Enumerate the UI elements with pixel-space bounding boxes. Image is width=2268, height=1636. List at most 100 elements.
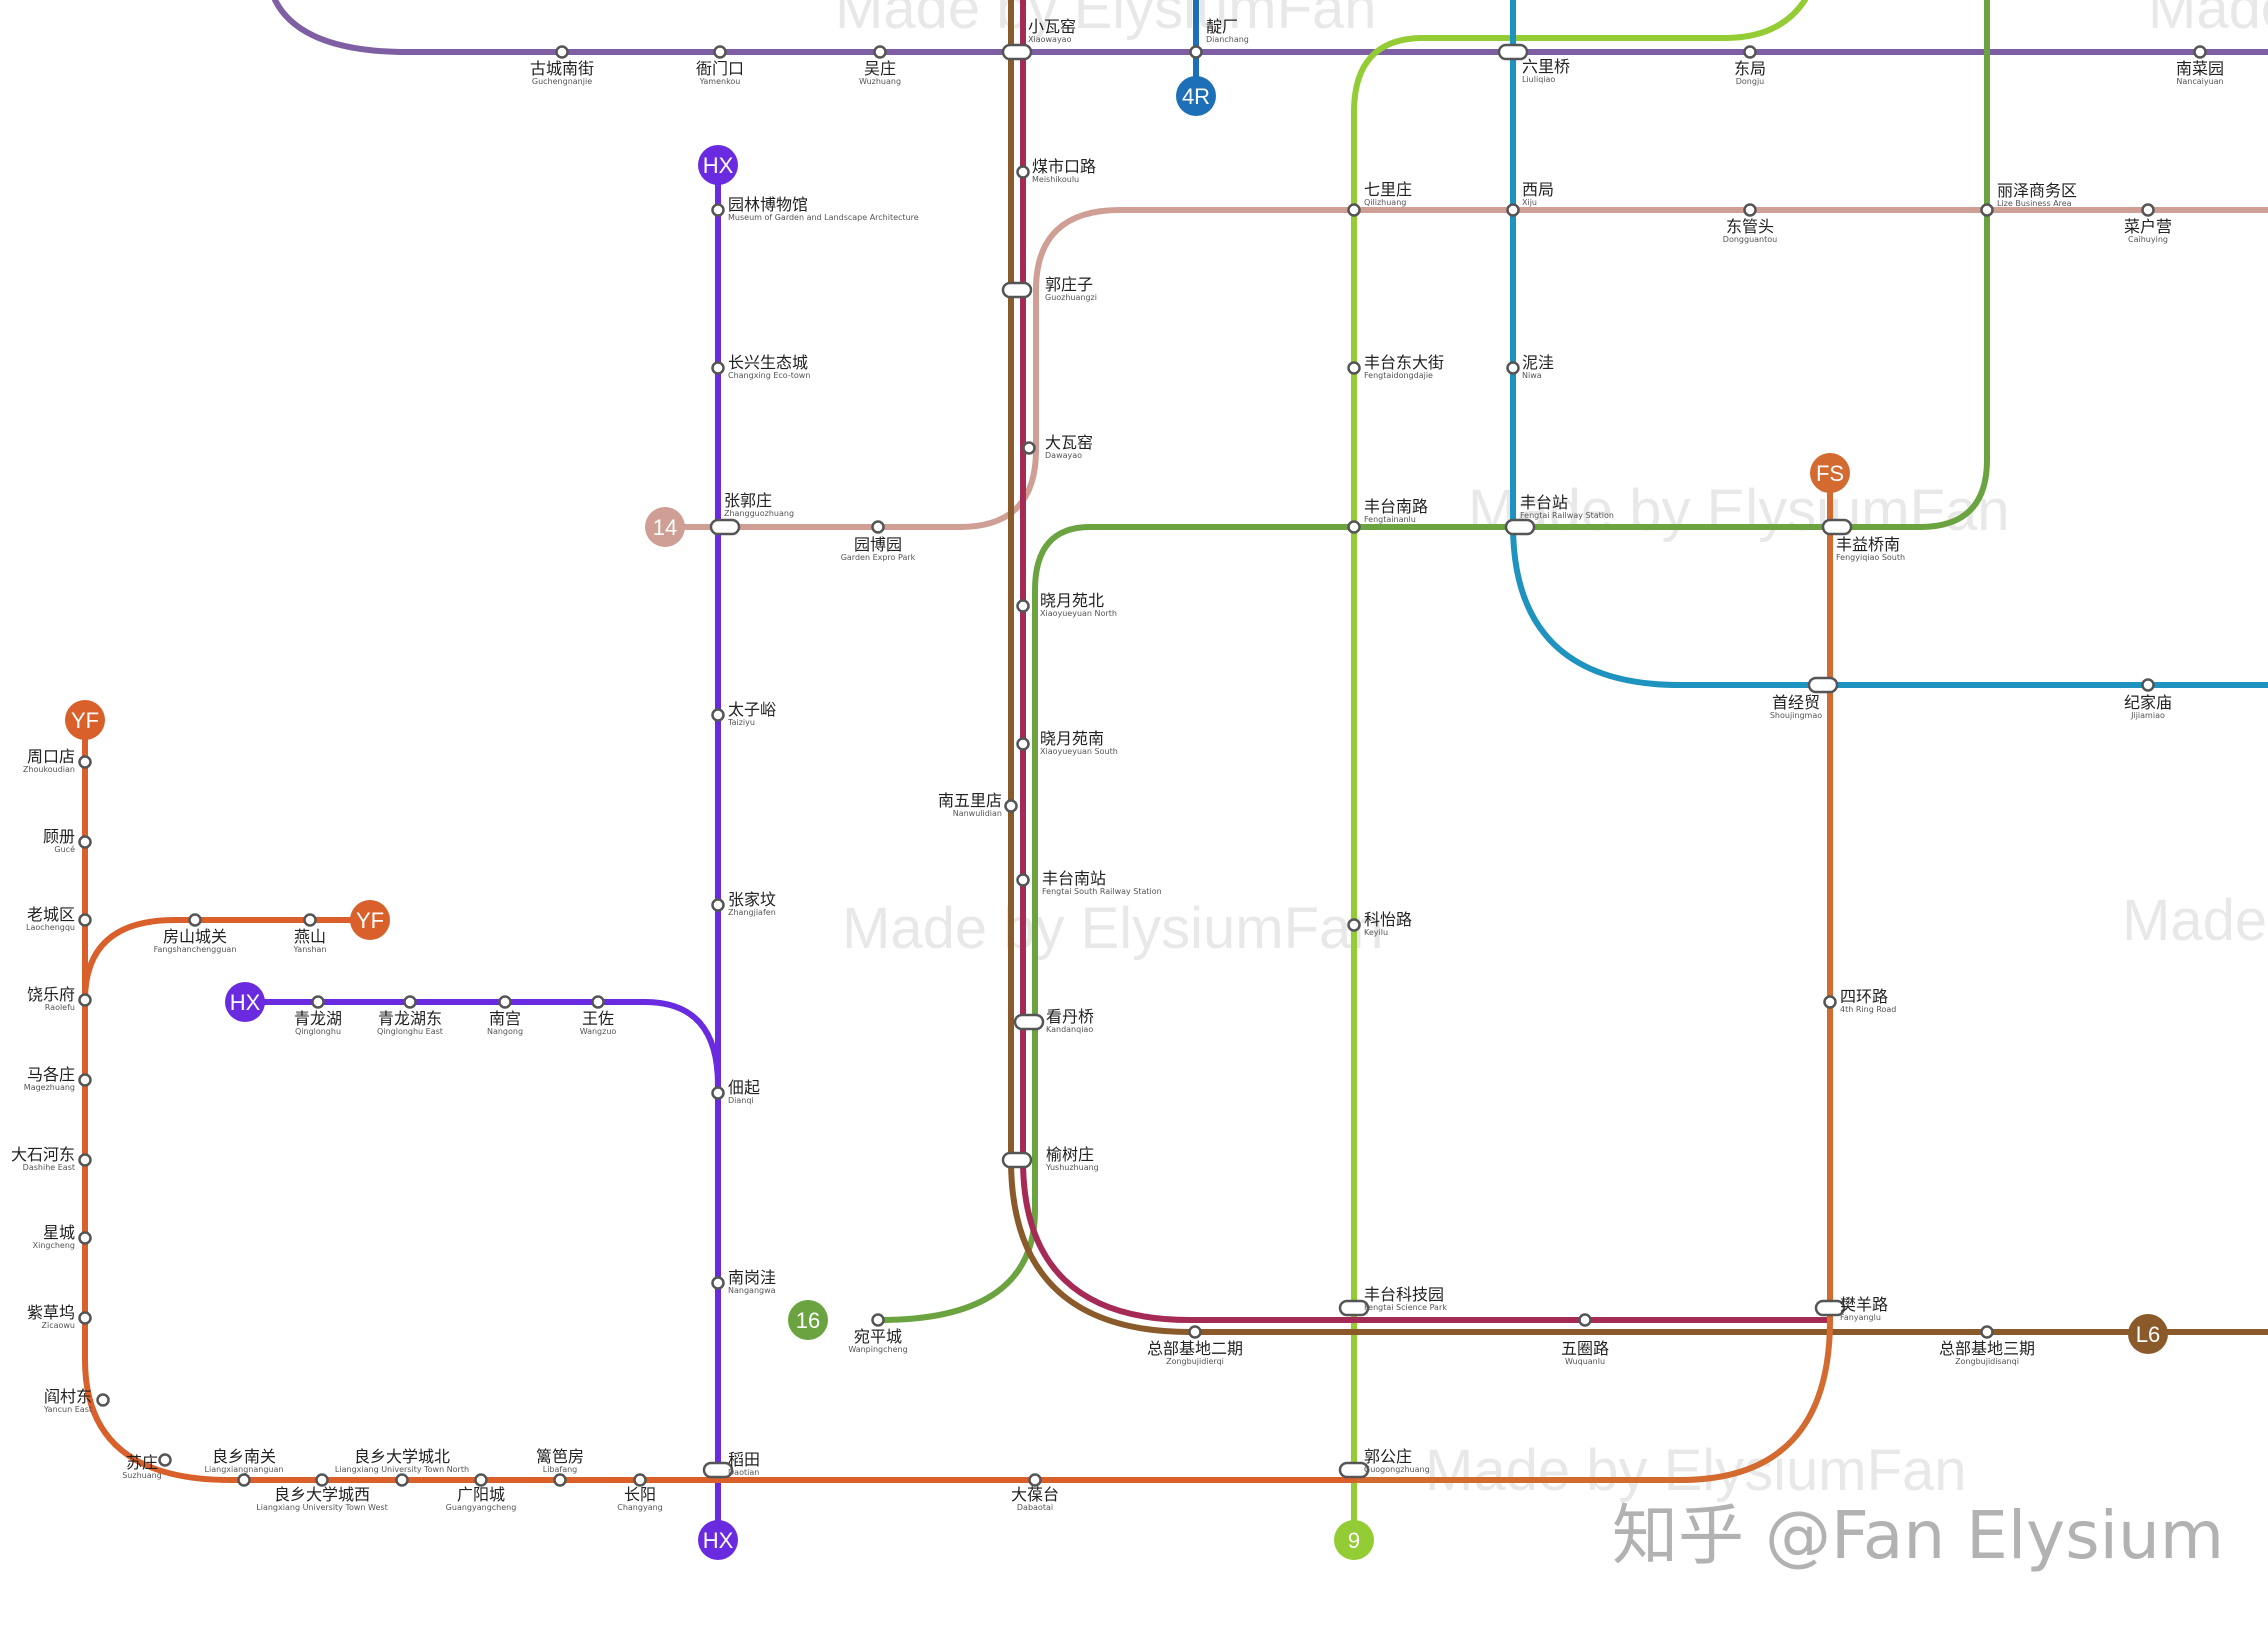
station-marker[interactable] bbox=[78, 1231, 92, 1245]
station-name-cn[interactable]: 张郭庄 bbox=[724, 491, 772, 510]
line-badge-9[interactable]: 9 bbox=[1334, 1520, 1374, 1560]
station-marker[interactable] bbox=[873, 45, 887, 59]
station-name-cn[interactable]: 菜户营 bbox=[2124, 217, 2172, 236]
station-marker[interactable] bbox=[188, 913, 202, 927]
line-badge-fs[interactable]: FS bbox=[1810, 453, 1850, 493]
line-badge-yf-branch[interactable]: YF bbox=[350, 900, 390, 940]
station-name-cn[interactable]: 长兴生态城 bbox=[728, 353, 808, 372]
station-marker[interactable] bbox=[96, 1393, 110, 1407]
station-name-cn[interactable]: 马各庄 bbox=[27, 1065, 75, 1084]
station-marker[interactable] bbox=[1016, 737, 1030, 751]
station-name-cn[interactable]: 丰台南站 bbox=[1042, 869, 1106, 888]
station-name-cn[interactable]: 衙门口 bbox=[696, 59, 744, 78]
station-marker[interactable] bbox=[711, 898, 725, 912]
interchange-marker[interactable] bbox=[1338, 1299, 1370, 1317]
station-marker[interactable] bbox=[711, 708, 725, 722]
station-marker[interactable] bbox=[1016, 873, 1030, 887]
interchange-marker[interactable] bbox=[1504, 518, 1536, 536]
station-marker[interactable] bbox=[1347, 918, 1361, 932]
station-marker[interactable] bbox=[78, 1153, 92, 1167]
station-name-cn[interactable]: 稻田 bbox=[728, 1450, 760, 1469]
station-marker[interactable] bbox=[1506, 203, 1520, 217]
line-badge-14[interactable]: 14 bbox=[645, 507, 685, 547]
station-name-cn[interactable]: 大葆台 bbox=[1011, 1485, 1059, 1504]
station-marker[interactable] bbox=[1347, 361, 1361, 375]
station-name-cn[interactable]: 吴庄 bbox=[864, 59, 896, 78]
station-name-cn[interactable]: 泥洼 bbox=[1522, 353, 1554, 372]
station-name-cn[interactable]: 宛平城 bbox=[854, 1327, 902, 1346]
station-marker[interactable] bbox=[2141, 203, 2155, 217]
station-marker[interactable] bbox=[1189, 45, 1203, 59]
station-name-cn[interactable]: 五圈路 bbox=[1561, 1339, 1609, 1358]
station-name-cn[interactable]: 南宫 bbox=[489, 1009, 521, 1028]
station-marker[interactable] bbox=[711, 361, 725, 375]
station-name-cn[interactable]: 南菜园 bbox=[2176, 59, 2224, 78]
station-marker[interactable] bbox=[1016, 165, 1030, 179]
station-marker[interactable] bbox=[871, 520, 885, 534]
interchange-marker[interactable] bbox=[1497, 43, 1529, 61]
station-name-cn[interactable]: 良乡大学城西 bbox=[274, 1485, 370, 1504]
station-marker[interactable] bbox=[2193, 45, 2207, 59]
station-marker[interactable] bbox=[591, 995, 605, 1009]
station-marker[interactable] bbox=[1347, 203, 1361, 217]
station-name-cn[interactable]: 张家坟 bbox=[728, 890, 776, 909]
station-name-cn[interactable]: 榆树庄 bbox=[1046, 1145, 1094, 1164]
station-marker[interactable] bbox=[1743, 45, 1757, 59]
station-name-cn[interactable]: 星城 bbox=[43, 1223, 75, 1242]
station-name-cn[interactable]: 大瓦窑 bbox=[1045, 433, 1093, 452]
station-name-cn[interactable]: 纪家庙 bbox=[2124, 693, 2172, 712]
station-name-cn[interactable]: 青龙湖 bbox=[294, 1009, 342, 1028]
station-marker[interactable] bbox=[633, 1473, 647, 1487]
station-marker[interactable] bbox=[474, 1473, 488, 1487]
station-name-cn[interactable]: 佃起 bbox=[728, 1078, 760, 1097]
station-name-cn[interactable]: 大石河东 bbox=[11, 1145, 75, 1164]
station-name-cn[interactable]: 科怡路 bbox=[1364, 910, 1412, 929]
line-badge-16[interactable]: 16 bbox=[788, 1300, 828, 1340]
station-name-cn[interactable]: 丽泽商务区 bbox=[1997, 181, 2077, 200]
line-badge-hx-branch[interactable]: HX bbox=[225, 982, 265, 1022]
station-marker[interactable] bbox=[1823, 995, 1837, 1009]
station-marker[interactable] bbox=[303, 913, 317, 927]
station-marker[interactable] bbox=[711, 203, 725, 217]
station-marker[interactable] bbox=[78, 993, 92, 1007]
interchange-marker[interactable] bbox=[1001, 1151, 1033, 1169]
interchange-marker[interactable] bbox=[1013, 1013, 1045, 1031]
line-badge-l6[interactable]: L6 bbox=[2128, 1314, 2168, 1354]
station-name-cn[interactable]: 园博园 bbox=[854, 535, 902, 554]
interchange-marker[interactable] bbox=[1001, 281, 1033, 299]
station-marker[interactable] bbox=[395, 1473, 409, 1487]
line-badge-hx-bottom[interactable]: HX bbox=[698, 1520, 738, 1560]
station-name-cn[interactable]: 广阳城 bbox=[457, 1485, 505, 1504]
station-name-cn[interactable]: 苏庄 bbox=[126, 1453, 158, 1472]
interchange-marker[interactable] bbox=[709, 518, 741, 536]
line-badge-hx[interactable]: HX bbox=[698, 145, 738, 185]
station-name-cn[interactable]: 燕山 bbox=[294, 927, 326, 946]
station-name-cn[interactable]: 七里庄 bbox=[1364, 180, 1412, 199]
station-name-cn[interactable]: 南五里店 bbox=[938, 791, 1002, 810]
station-name-cn[interactable]: 小瓦窑 bbox=[1028, 17, 1076, 36]
station-name-cn[interactable]: 东局 bbox=[1734, 59, 1766, 78]
station-name-cn[interactable]: 顾册 bbox=[43, 827, 75, 846]
station-name-cn[interactable]: 园林博物馆 bbox=[728, 195, 808, 214]
station-marker[interactable] bbox=[871, 1313, 885, 1327]
station-name-cn[interactable]: 老城区 bbox=[27, 905, 75, 924]
station-marker[interactable] bbox=[2141, 678, 2155, 692]
station-name-cn[interactable]: 晓月苑北 bbox=[1040, 591, 1104, 610]
station-name-cn[interactable]: 太子峪 bbox=[728, 700, 776, 719]
station-marker[interactable] bbox=[1743, 203, 1757, 217]
station-name-cn[interactable]: 饶乐府 bbox=[27, 985, 75, 1004]
station-name-cn[interactable]: 长阳 bbox=[624, 1485, 656, 1504]
station-name-cn[interactable]: 篱笆房 bbox=[536, 1447, 584, 1466]
station-marker[interactable] bbox=[237, 1473, 251, 1487]
station-marker[interactable] bbox=[498, 995, 512, 1009]
station-marker[interactable] bbox=[553, 1473, 567, 1487]
station-marker[interactable] bbox=[1028, 1473, 1042, 1487]
station-name-cn[interactable]: 阎村东 bbox=[44, 1387, 92, 1406]
station-name-cn[interactable]: 紫草坞 bbox=[27, 1303, 75, 1322]
station-name-cn[interactable]: 郭庄子 bbox=[1045, 275, 1093, 294]
station-marker[interactable] bbox=[1016, 599, 1030, 613]
station-marker[interactable] bbox=[1506, 361, 1520, 375]
station-name-cn[interactable]: 东管头 bbox=[1726, 217, 1774, 236]
station-name-cn[interactable]: 总部基地二期 bbox=[1147, 1339, 1243, 1358]
station-marker[interactable] bbox=[78, 835, 92, 849]
